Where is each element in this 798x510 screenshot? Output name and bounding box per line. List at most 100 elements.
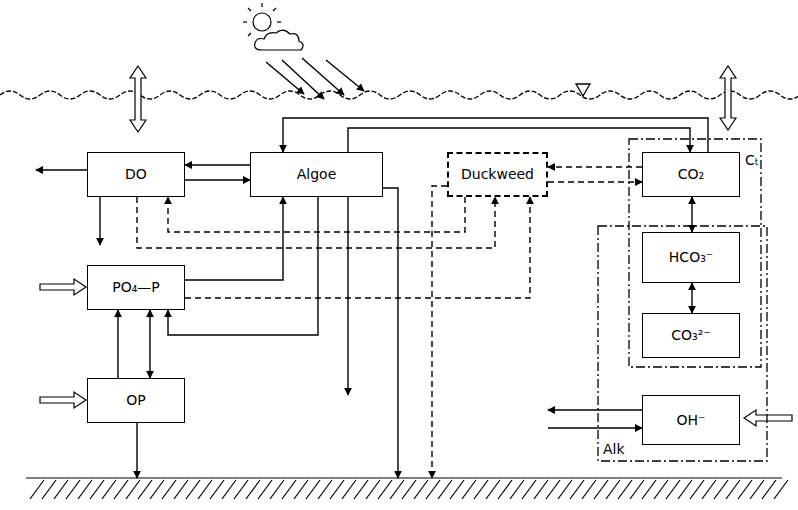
box-label: Algoe <box>297 166 337 183</box>
hatch-line <box>510 480 524 499</box>
hatch-line <box>30 480 44 499</box>
hatch-line <box>366 480 380 499</box>
flux-arrow <box>283 118 708 152</box>
hatch-line <box>318 480 332 499</box>
hatch-line <box>414 480 428 499</box>
hatch-line <box>282 480 296 499</box>
hatch-line <box>174 480 188 499</box>
hatch-line <box>294 480 308 499</box>
hatch-line <box>438 480 452 499</box>
flux-arrow <box>691 197 692 232</box>
duckweed-flux-arrow <box>168 197 465 232</box>
hatch-line <box>54 480 68 499</box>
hatch-line <box>42 480 56 499</box>
hatch-line <box>126 480 140 499</box>
process-box: Algoe <box>250 152 383 197</box>
box-label: PO₄—P <box>112 279 160 296</box>
flux-arrow <box>36 170 642 478</box>
hatch-line <box>330 480 344 499</box>
hatch-line <box>654 480 668 499</box>
water-level-symbol <box>576 84 590 96</box>
water-surface <box>0 91 798 99</box>
flux-arrow <box>149 310 150 378</box>
hatch-line <box>150 480 164 499</box>
hatch-line <box>762 480 776 499</box>
hatch-line <box>522 480 536 499</box>
hatch-line <box>462 480 476 499</box>
hatch-line <box>534 480 548 499</box>
hatch-line <box>210 480 224 499</box>
process-box: OH⁻ <box>642 395 740 445</box>
flux-arrow <box>348 128 690 152</box>
hatch-line <box>114 480 128 499</box>
hatch-line <box>630 480 644 499</box>
duckweed-flux-arrow <box>137 197 495 248</box>
hatch-line <box>426 480 440 499</box>
hatch-line <box>162 480 176 499</box>
region-label: Cₜ <box>745 152 759 169</box>
flux-arrow <box>185 164 250 165</box>
sun-symbol <box>243 3 303 50</box>
hatch-line <box>270 480 284 499</box>
hatch-line <box>198 480 212 499</box>
region-border <box>598 226 767 461</box>
process-box: PO₄—P <box>87 265 185 310</box>
hatch-line <box>390 480 404 499</box>
region-border <box>629 139 761 367</box>
hatch-line <box>90 480 104 499</box>
process-box: CO₂ <box>642 152 740 197</box>
box-label: HCO₃⁻ <box>669 249 713 266</box>
hatch-line <box>486 480 500 499</box>
hatch-line <box>774 480 788 499</box>
hatch-line <box>666 480 680 499</box>
hatch-line <box>402 480 416 499</box>
box-label: DO <box>125 166 147 183</box>
hatch-line <box>234 480 248 499</box>
hatch-line <box>690 480 704 499</box>
hatch-line <box>78 480 92 499</box>
flux-arrow <box>691 283 692 313</box>
hatch-line <box>594 480 608 499</box>
hatch-line <box>450 480 464 499</box>
hatch-line <box>702 480 716 499</box>
box-label: Duckweed <box>461 166 534 183</box>
process-box: HCO₃⁻ <box>642 232 740 283</box>
box-label: CO₂ <box>678 166 704 183</box>
hatch-line <box>258 480 272 499</box>
hatch-line <box>546 480 560 499</box>
hatch-line <box>618 480 632 499</box>
box-label: CO₃²⁻ <box>671 327 710 344</box>
box-label: OH⁻ <box>677 412 706 429</box>
flux-arrow <box>185 179 250 180</box>
hatch-line <box>582 480 596 499</box>
hatch-line <box>354 480 368 499</box>
sediment-bed <box>26 478 788 499</box>
hatch-line <box>558 480 572 499</box>
hatch-line <box>714 480 728 499</box>
process-box: DO <box>87 152 185 197</box>
hatch-line <box>138 480 152 499</box>
hatch-line <box>498 480 512 499</box>
hatch-line <box>246 480 260 499</box>
flux-arrow <box>117 310 118 378</box>
duckweed-flux-arrow <box>548 166 642 167</box>
hatch-line <box>738 480 752 499</box>
hatch-line <box>378 480 392 499</box>
sunlight-rays <box>266 58 364 99</box>
hatch-line <box>678 480 692 499</box>
process-box: OP <box>87 378 185 423</box>
hatch-line <box>306 480 320 499</box>
group-region: OH⁻ Alk <box>597 225 768 462</box>
process-box: Duckweed <box>447 152 548 197</box>
group-region: CO₂ HCO₃⁻ CO₃²⁻ Cₜ <box>628 138 762 368</box>
region-label: Alk <box>603 441 625 458</box>
hatch-line <box>186 480 200 499</box>
exchange-arrow <box>40 66 792 426</box>
hatch-line <box>102 480 116 499</box>
hatch-line <box>570 480 584 499</box>
hatch-line <box>222 480 236 499</box>
process-box: CO₃²⁻ <box>642 313 740 358</box>
flux-arrow <box>168 197 318 335</box>
hatch-line <box>726 480 740 499</box>
hatch-line <box>642 480 656 499</box>
